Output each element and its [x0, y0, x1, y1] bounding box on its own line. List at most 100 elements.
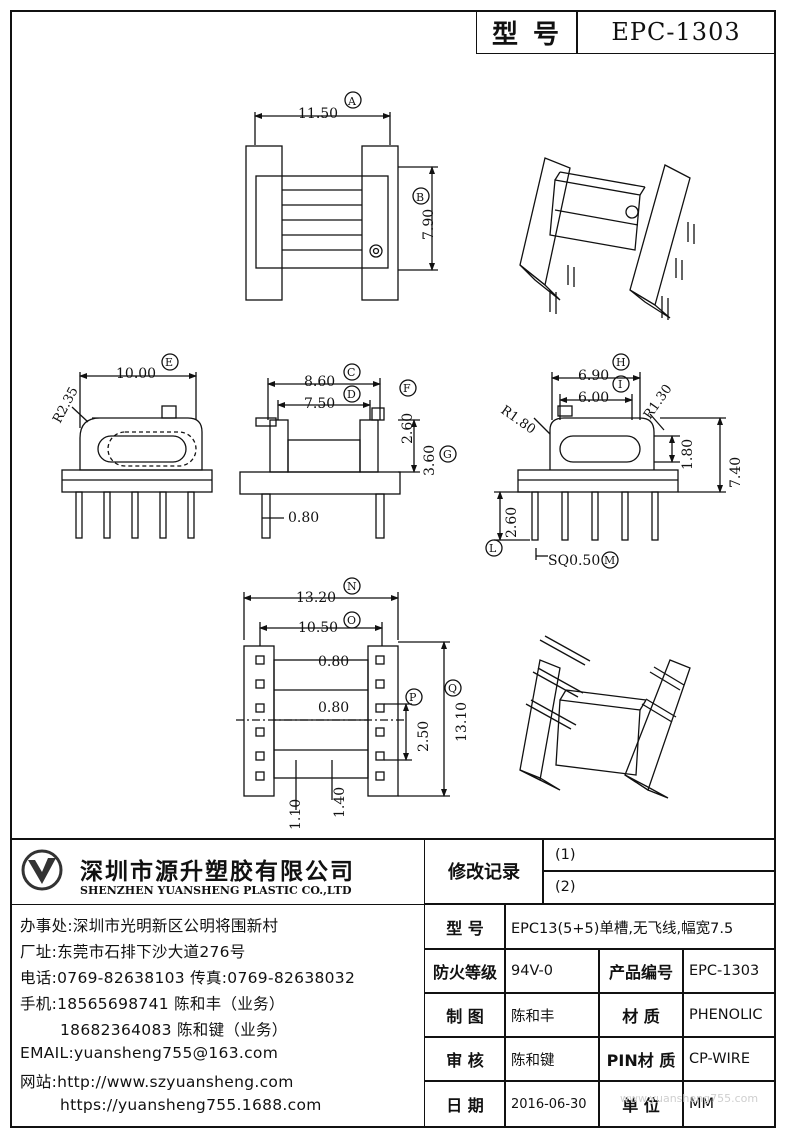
spec-drawn-label: 制 图	[446, 1007, 484, 1026]
spec-product-no-value: EPC-1303	[689, 963, 760, 979]
spec-review-value: 陈和键	[511, 1052, 555, 1069]
tag-q: Q	[448, 682, 457, 695]
tag-b: B	[416, 191, 424, 204]
header-model-label: 型 号	[491, 19, 563, 50]
company-name-cn: 深圳市源升塑胶有限公司	[80, 859, 355, 885]
revision-row-1: (1)	[542, 838, 776, 872]
spec-pin-label: PIN材 质	[606, 1051, 676, 1070]
title-block-topline	[10, 838, 776, 840]
tag-i: I	[618, 378, 622, 391]
company-office: 办事处:深圳市光明新区公明将围新村	[20, 917, 279, 935]
spec-review-label: 审 核	[446, 1051, 484, 1070]
front-view	[61, 353, 213, 539]
spec-model-value: EPC13(5+5)单槽,无飞线,幅宽7.5	[511, 920, 734, 937]
spec-pin-value-cell: CP-WIRE	[682, 1036, 776, 1082]
tag-d: D	[347, 388, 356, 401]
iso-view-top	[519, 157, 695, 320]
company-website2: https://yuansheng755.1688.com	[60, 1096, 322, 1114]
tag-e: E	[165, 356, 173, 369]
company-mobile1: 手机:18565698741 陈和丰（业务）	[20, 995, 285, 1013]
dim-bottom-height: 13.10	[454, 702, 470, 742]
watermark: www.yuansheng755.com	[620, 1092, 759, 1105]
company-email: EMAIL:yuansheng755@163.com	[20, 1044, 279, 1062]
company-logo-icon	[21, 849, 63, 891]
company-name-en: SHENZHEN YUANSHENG PLASTIC CO.,LTD	[80, 884, 352, 897]
dim-side-top: 8.60	[304, 374, 335, 390]
tag-p: P	[409, 691, 417, 704]
spec-model-value-cell: EPC13(5+5)单槽,无飞线,幅宽7.5	[504, 904, 776, 950]
revision-label-cell: 修改记录	[424, 838, 544, 904]
bottom-view	[236, 577, 462, 810]
side-view	[239, 363, 457, 539]
revision-label: 修改记录	[448, 862, 520, 883]
spec-product-no-label-cell: 产品编号	[598, 948, 684, 994]
dim-bottom-width: 13.20	[296, 590, 336, 606]
spec-unit-label-cell: 单 位	[598, 1080, 684, 1128]
dim-end-outer: 6.90	[578, 368, 609, 384]
spec-drawn-value: 陈和丰	[511, 1008, 555, 1025]
tag-m: M	[604, 554, 615, 567]
technical-drawing: 11.50 A B 7.90 10.00 E R2.35 8.60 7.50 C…	[50, 91, 744, 830]
spec-review-label-cell: 审 核	[424, 1036, 506, 1082]
dim-end-total: 7.40	[728, 457, 744, 488]
header-model-value: EPC-1303	[611, 18, 741, 46]
dim-end-inner: 6.00	[578, 390, 609, 406]
front-radius: R2.35	[50, 385, 81, 426]
spec-drawn-label-cell: 制 图	[424, 992, 506, 1038]
dim-end-pin-sq: SQ0.50	[548, 553, 600, 569]
spec-material-label: 材 质	[622, 1007, 660, 1026]
tag-c: C	[347, 366, 355, 379]
tag-a: A	[347, 95, 357, 108]
iso-view-bottom	[519, 635, 691, 799]
header-model-value-cell: EPC-1303	[576, 10, 776, 54]
spec-pin-value: CP-WIRE	[689, 1051, 751, 1067]
tag-h: H	[616, 356, 626, 369]
end-radius-left: R1.80	[498, 403, 538, 438]
tag-n: N	[347, 580, 357, 593]
dim-side-core: 3.60	[422, 445, 438, 476]
tag-l: L	[489, 542, 497, 555]
spec-model-label-cell: 型 号	[424, 904, 506, 950]
spec-date-label-cell: 日 期	[424, 1080, 506, 1128]
revision-row-1-text: (1)	[555, 847, 576, 863]
dim-bottom-pitch: 2.50	[416, 721, 432, 752]
spec-product-no-label: 产品编号	[608, 963, 673, 982]
spec-product-no-value-cell: EPC-1303	[682, 948, 776, 994]
tag-g: G	[443, 448, 452, 461]
spec-drawn-value-cell: 陈和丰	[504, 992, 600, 1038]
company-website: 网站:http://www.szyuansheng.com	[20, 1073, 294, 1091]
spec-pin-label-cell: PIN材 质	[598, 1036, 684, 1082]
end-radius-right: R1.30	[641, 382, 676, 422]
spec-material-value: PHENOLIC	[689, 1007, 763, 1023]
dim-side-pin: 0.80	[288, 510, 319, 526]
spec-fire-value-cell: 94V-0	[504, 948, 600, 994]
spec-material-label-cell: 材 质	[598, 992, 684, 1038]
spec-date-value-cell: 2016-06-30	[504, 1080, 600, 1128]
dim-bottom-gap2: 0.80	[318, 700, 349, 716]
spec-date-label: 日 期	[446, 1096, 484, 1115]
dim-bottom-edge: 1.10	[288, 799, 304, 830]
company-phone: 电话:0769-82638103 传真:0769-82638032	[20, 969, 356, 987]
end-view	[485, 353, 726, 569]
tag-o: O	[347, 614, 356, 627]
revision-row-2: (2)	[542, 870, 776, 904]
dim-bottom-inner: 10.50	[298, 620, 338, 636]
revision-row-2-text: (2)	[555, 879, 576, 895]
spec-review-value-cell: 陈和键	[504, 1036, 600, 1082]
dim-top-width: 11.50	[298, 106, 338, 122]
spec-fire-label-cell: 防火等级	[424, 948, 506, 994]
dim-side-flange: 2.60	[400, 413, 416, 444]
dim-bottom-step: 1.40	[332, 787, 348, 818]
top-view	[245, 91, 438, 301]
spec-fire-value: 94V-0	[511, 963, 553, 979]
spec-material-value-cell: PHENOLIC	[682, 992, 776, 1038]
company-mobile2: 18682364083 陈和键（业务）	[60, 1021, 288, 1039]
spec-date-value: 2016-06-30	[511, 1096, 587, 1112]
tag-f: F	[403, 382, 411, 395]
company-divider	[10, 904, 424, 905]
dim-bottom-gap1: 0.80	[318, 654, 349, 670]
company-factory: 厂址:东莞市石排下沙大道276号	[20, 943, 246, 961]
spec-unit-value: MM	[689, 1096, 715, 1112]
drawing-frame	[10, 10, 776, 1128]
dim-end-window: 1.80	[680, 439, 696, 470]
